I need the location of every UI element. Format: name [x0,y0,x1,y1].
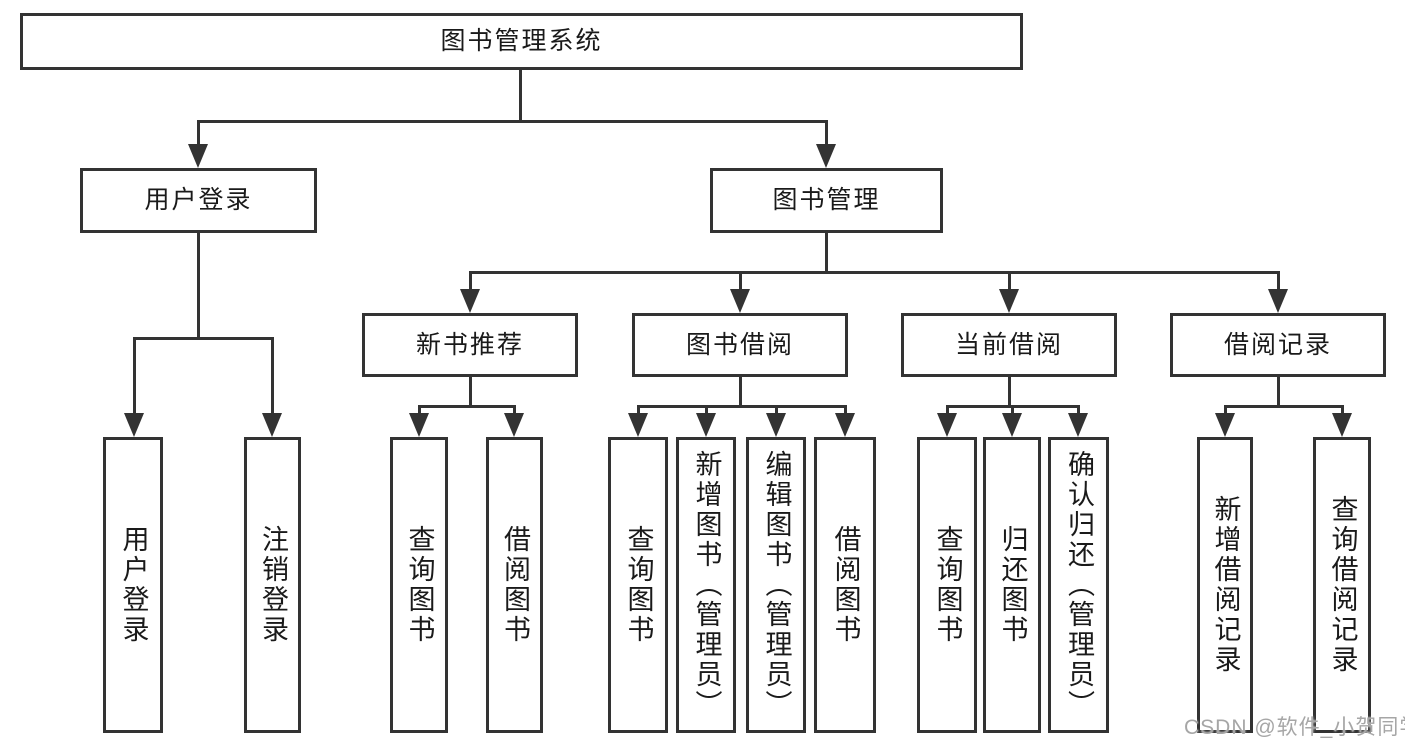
node-label: 借阅记录 [1223,330,1332,359]
arrow-down-icon [816,144,836,168]
connector-book-borrow-bar [637,405,847,408]
arrow-down-icon [409,413,429,437]
node-user-login-leaf: 用户登录 [103,437,163,733]
node-confirm-return-admin: 确认归还（管理员） [1048,437,1109,733]
node-label: 编辑图书（管理员） [761,450,792,720]
node-label: 归还图书 [997,525,1028,645]
node-logout-leaf: 注销登录 [244,437,301,733]
connector-to-current-borrow [1008,271,1011,291]
connector-borrow-record-stem [1277,377,1280,405]
arrow-down-icon [766,413,786,437]
node-label: 注销登录 [258,525,288,645]
node-add-borrow-record: 新增借阅记录 [1197,437,1253,733]
node-return-book: 归还图书 [983,437,1041,733]
node-query-books-current: 查询图书 [917,437,977,733]
connector-leaf-stem [418,405,421,415]
connector-book-management-bar [470,271,1280,274]
connector-leaf-stem [844,405,847,415]
node-label: 借阅图书 [830,525,861,645]
connector-leaf-stem [705,405,708,415]
node-library-management-system: 图书管理系统 [20,13,1023,70]
connector-book-management-stem [825,233,828,271]
node-borrow-record: 借阅记录 [1170,313,1386,377]
node-current-borrow: 当前借阅 [901,313,1117,377]
arrow-down-icon [1068,413,1088,437]
connector-leaf-stem [1341,405,1344,415]
connector-leaf-stem [946,405,949,415]
node-label: 图书管理系统 [440,27,603,55]
node-add-book-admin: 新增图书（管理员） [676,437,736,733]
arrow-down-icon [504,413,524,437]
connector-to-logout-leaf [271,337,274,415]
connector-leaf-stem [1011,405,1014,415]
node-borrow-books-leaf: 借阅图书 [814,437,876,733]
node-label: 图书管理 [772,186,881,214]
arrow-down-icon [1332,413,1352,437]
node-label: 当前借阅 [954,330,1063,359]
node-book-management: 图书管理 [710,168,943,233]
node-query-borrow-record: 查询借阅记录 [1313,437,1371,733]
connector-to-new-book-recommend [469,271,472,291]
arrow-down-icon [835,413,855,437]
node-label: 用户登录 [144,186,253,214]
connector-to-book-borrow [739,271,742,291]
connector-root-bar [197,120,828,123]
arrow-down-icon [999,289,1019,313]
node-query-books-recommend: 查询图书 [390,437,448,733]
arrow-down-icon [730,289,750,313]
connector-to-borrow-record [1277,271,1280,291]
connector-new-book-recommend-bar [418,405,516,408]
node-label: 查询借阅记录 [1327,495,1358,675]
connector-user-login-bar [133,337,274,340]
connector-leaf-stem [1077,405,1080,415]
node-label: 查询图书 [404,525,435,645]
node-user-login: 用户登录 [80,168,317,233]
node-query-books-borrow: 查询图书 [608,437,668,733]
arrow-down-icon [1002,413,1022,437]
connector-root-to-user-login-stem [197,120,200,146]
connector-leaf-stem [637,405,640,415]
arrow-down-icon [937,413,957,437]
connector-root-to-book-management-stem [825,120,828,146]
arrow-down-icon [696,413,716,437]
connector-leaf-stem [1224,405,1227,415]
node-label: 图书借阅 [685,330,794,359]
node-label: 新增借阅记录 [1210,495,1241,675]
node-edit-book-admin: 编辑图书（管理员） [746,437,806,733]
node-label: 借阅图书 [500,525,530,645]
arrow-down-icon [628,413,648,437]
connector-new-book-recommend-stem [469,377,472,405]
connector-borrow-record-bar [1224,405,1344,408]
connector-to-login-leaf [133,337,136,415]
arrow-down-icon [460,289,480,313]
node-label: 新书推荐 [415,330,524,359]
node-label: 用户登录 [118,525,149,645]
arrow-down-icon [1215,413,1235,437]
arrow-down-icon [262,413,282,437]
connector-leaf-stem [513,405,516,415]
connector-book-borrow-stem [739,377,742,405]
connector-root-stem [519,70,522,120]
node-label: 查询图书 [623,525,654,645]
node-label: 确认归还（管理员） [1064,450,1094,720]
node-label: 查询图书 [932,525,963,645]
arrow-down-icon [124,413,144,437]
connector-user-login-stem [197,233,200,337]
node-book-borrow: 图书借阅 [632,313,848,377]
arrow-down-icon [1268,289,1288,313]
node-label: 新增图书（管理员） [691,450,722,720]
watermark-csdn: CSDN @软件_小贺同学 [1184,716,1405,739]
connector-current-borrow-stem [1008,377,1011,405]
node-borrow-books-recommend: 借阅图书 [486,437,543,733]
node-new-book-recommend: 新书推荐 [362,313,578,377]
arrow-down-icon [188,144,208,168]
connector-leaf-stem [775,405,778,415]
